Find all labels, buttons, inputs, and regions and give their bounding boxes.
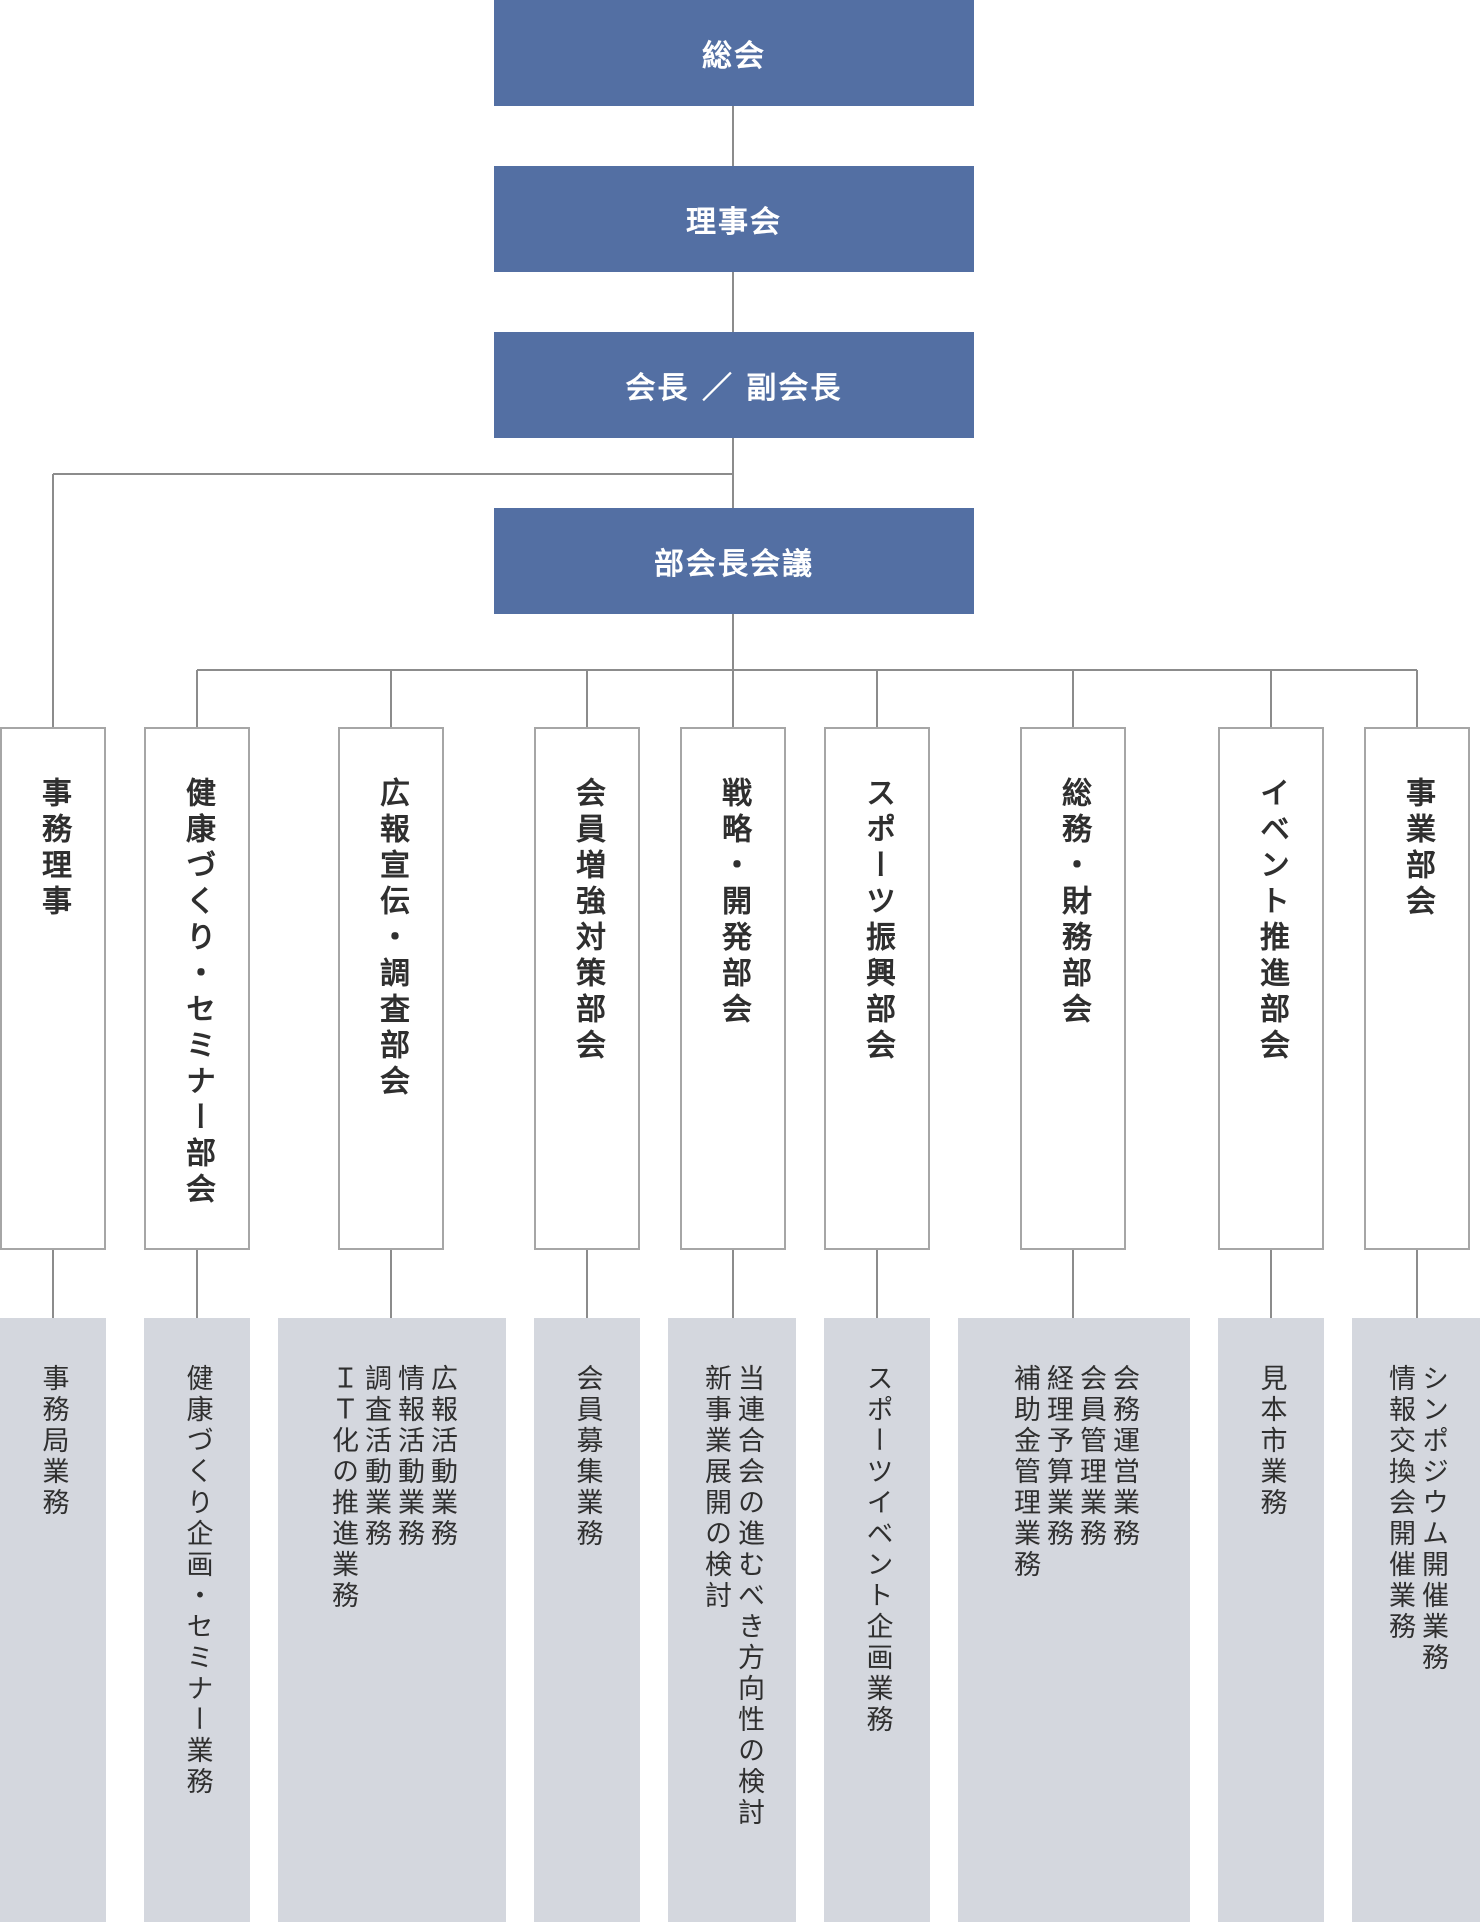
task-item: 会員管理業務 (1075, 1364, 1106, 1550)
department-sports: スポーツ振興部会 (824, 727, 930, 1250)
task-box-pr-research: 広報活動業務 情報活動業務 調査活動業務 ＩＴ化の推進業務 (278, 1318, 506, 1922)
task-item: スポーツイベント企画業務 (861, 1364, 893, 1736)
task-item: 経理予算業務 (1042, 1364, 1073, 1550)
department-membership: 会員増強対策部会 (534, 727, 640, 1250)
task-item: シンポジウム開催業務 (1417, 1364, 1448, 1674)
board-box: 理事会 (494, 166, 974, 272)
task-item: 会務運営業務 (1108, 1364, 1139, 1550)
task-item: ＩＴ化の推進業務 (327, 1364, 358, 1612)
department-strategy: 戦略・開発部会 (680, 727, 786, 1250)
task-item: 健康づくり企画・セミナー業務 (181, 1364, 213, 1798)
department-secretary: 事務理事 (0, 727, 106, 1250)
task-box-sports: スポーツイベント企画業務 (824, 1318, 930, 1922)
task-item: 事務局業務 (37, 1364, 69, 1519)
department-business: 事業部会 (1364, 727, 1470, 1250)
task-item: 見本市業務 (1255, 1364, 1287, 1519)
chairman-box: 会長 ／ 副会長 (494, 332, 974, 438)
task-box-secretary: 事務局業務 (0, 1318, 106, 1922)
task-item: 当連合会の進むべき方向性の検討 (733, 1364, 764, 1829)
board-label: 理事会 (686, 205, 782, 240)
department-label: スポーツ振興部会 (860, 777, 895, 1065)
task-item: 広報活動業務 (426, 1364, 457, 1550)
department-general-finance: 総務・財務部会 (1020, 727, 1126, 1250)
department-label: 事務理事 (36, 777, 71, 921)
department-label: 戦略・開発部会 (716, 777, 751, 1029)
committee-chairs-meeting-label: 部会長会議 (654, 547, 814, 582)
department-label: 会員増強対策部会 (570, 777, 605, 1065)
department-label: 広報宣伝・調査部会 (374, 777, 409, 1101)
department-label: 事業部会 (1400, 777, 1435, 921)
department-events: イベント推進部会 (1218, 727, 1324, 1250)
department-label: イベント推進部会 (1254, 777, 1289, 1065)
task-box-membership: 会員募集業務 (534, 1318, 640, 1922)
task-box-business: シンポジウム開催業務 情報交換会開催業務 (1352, 1318, 1480, 1922)
task-item: 情報活動業務 (393, 1364, 424, 1550)
task-box-events: 見本市業務 (1218, 1318, 1324, 1922)
task-item: 新事業展開の検討 (700, 1364, 731, 1612)
task-box-general-finance: 会務運営業務 会員管理業務 経理予算業務 補助金管理業務 (958, 1318, 1190, 1922)
department-pr-research: 広報宣伝・調査部会 (338, 727, 444, 1250)
general-assembly-label: 総会 (702, 39, 766, 74)
task-item: 調査活動業務 (360, 1364, 391, 1550)
general-assembly-box: 総会 (494, 0, 974, 106)
department-label: 健康づくり・セミナー部会 (180, 777, 215, 1209)
task-item: 情報交換会開催業務 (1384, 1364, 1415, 1643)
task-box-health-seminar: 健康づくり企画・セミナー業務 (144, 1318, 250, 1922)
task-item: 会員募集業務 (571, 1364, 603, 1550)
committee-chairs-meeting-box: 部会長会議 (494, 508, 974, 614)
chairman-label: 会長 ／ 副会長 (625, 371, 843, 406)
task-box-strategy: 当連合会の進むべき方向性の検討 新事業展開の検討 (668, 1318, 796, 1922)
department-label: 総務・財務部会 (1056, 777, 1091, 1029)
department-health-seminar: 健康づくり・セミナー部会 (144, 727, 250, 1250)
task-item: 補助金管理業務 (1009, 1364, 1040, 1581)
